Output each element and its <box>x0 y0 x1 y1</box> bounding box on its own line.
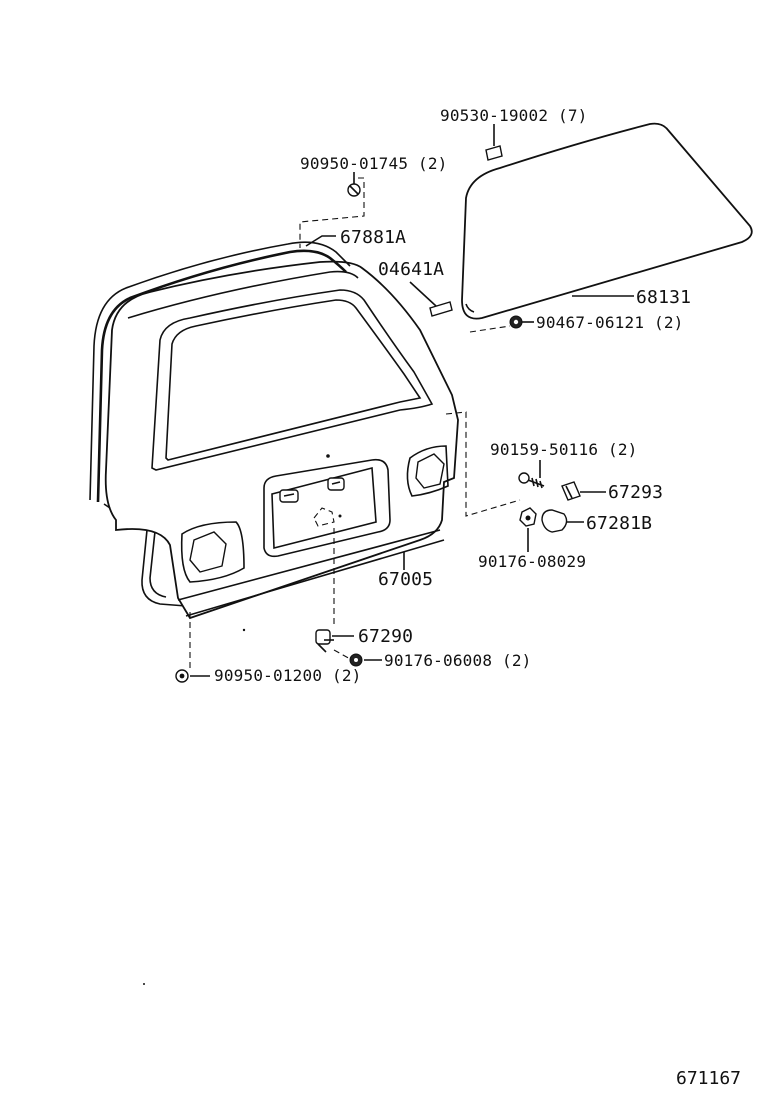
callout-90530-19002: 90530-19002 (7) <box>440 106 588 125</box>
nut-part-lower <box>349 653 363 667</box>
diagram-code: 671167 <box>676 1068 741 1089</box>
cushion-part <box>541 509 568 533</box>
glass-retainer-clip <box>509 315 523 329</box>
callout-90467-06121: 90467-06121 (2) <box>536 313 684 332</box>
hole-plug-lower <box>175 669 189 683</box>
callout-67005: 67005 <box>378 569 433 590</box>
callout-90176-06008: 90176-06008 (2) <box>384 651 532 670</box>
callout-90950-01200: 90950-01200 (2) <box>214 666 362 685</box>
callout-67293: 67293 <box>608 482 663 503</box>
callout-68131: 68131 <box>636 287 691 308</box>
callout-04641a: 04641A <box>378 259 444 280</box>
lock-part <box>315 629 334 653</box>
glass-clip-part <box>485 145 503 161</box>
back-door-panel <box>104 260 459 632</box>
stopper-cushion-part <box>561 481 581 501</box>
nut-part-upper <box>519 507 537 527</box>
callout-90950-01745: 90950-01745 (2) <box>300 154 448 173</box>
callout-67290: 67290 <box>358 626 413 647</box>
spacer-part <box>429 301 453 317</box>
screw-part <box>518 472 545 489</box>
hole-plug-upper <box>347 183 361 197</box>
weatherstrip <box>89 241 351 509</box>
back-door-glass <box>461 122 753 320</box>
callout-90159-50116: 90159-50116 (2) <box>490 440 638 459</box>
callout-67281b: 67281B <box>586 513 652 534</box>
callout-90176-08029: 90176-08029 <box>478 552 586 571</box>
callout-67881a: 67881A <box>340 227 406 248</box>
leader-lines <box>189 124 634 677</box>
